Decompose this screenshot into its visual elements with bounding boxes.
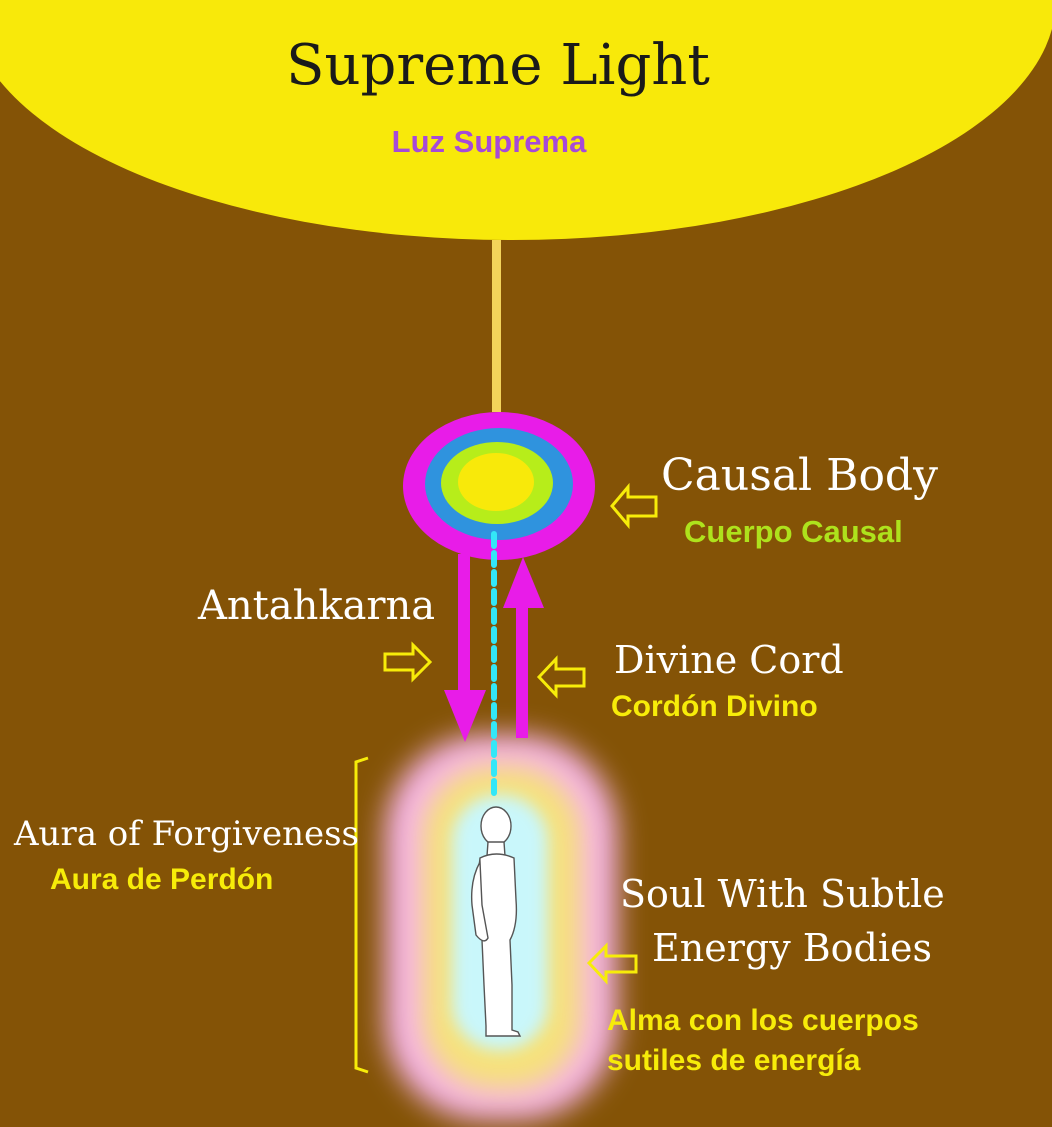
soul-label-line2: Energy Bodies (652, 926, 933, 970)
divine-cord-arrow (503, 557, 544, 738)
supreme-light-sun (0, 0, 1052, 240)
aura-label-es: Aura de Perdón (50, 863, 274, 896)
aura-bracket (354, 756, 369, 1074)
causal-body-rings (403, 412, 595, 560)
divine-cord-label-es: Cordón Divino (611, 690, 818, 723)
divine-cord-label: Divine Cord (614, 638, 844, 682)
left-arrow-outline-icon (536, 655, 586, 699)
light-beam (492, 240, 501, 412)
right-arrow-outline-icon (383, 641, 433, 683)
aura-label: Aura of Forgiveness (14, 814, 359, 854)
causal-body-label: Causal Body (661, 450, 938, 501)
soul-label-line1: Soul With Subtle (620, 872, 945, 916)
supreme-light-subtitle: Luz Suprema (391, 124, 587, 159)
causal-ring-yellow (458, 453, 534, 511)
left-arrow-outline-icon (586, 942, 638, 985)
supreme-light-title: Supreme Light (286, 33, 710, 98)
antahkarna-label: Antahkarna (198, 583, 436, 629)
soul-label-es-line1: Alma con los cuerpos (607, 1004, 919, 1037)
causal-body-label-es: Cuerpo Causal (684, 514, 903, 549)
antahkarna-arrow (444, 554, 486, 742)
standing-person-icon (470, 806, 522, 1037)
left-arrow-outline-icon (610, 482, 658, 530)
soul-label-es-line2: sutiles de energía (607, 1044, 861, 1077)
